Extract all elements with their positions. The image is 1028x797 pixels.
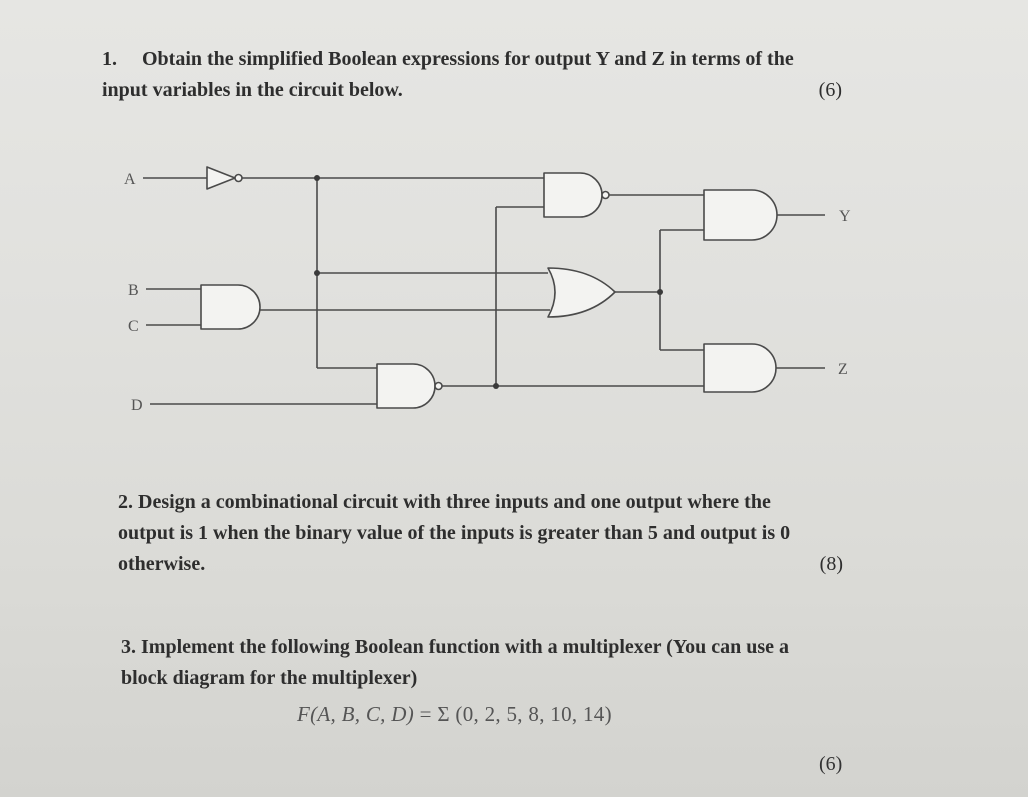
question-3-line-2: block diagram for the multiplexer) <box>121 667 418 689</box>
junction-a <box>314 175 320 181</box>
question-1-text: Obtain the simplified Boolean expression… <box>142 48 794 70</box>
input-label-c: C <box>128 318 139 335</box>
and-gate-y <box>703 189 778 241</box>
not-gate-a-bubble <box>234 173 243 183</box>
question-1-number: 1. <box>102 48 117 70</box>
output-label-z: Z <box>838 361 848 378</box>
question-2: 2. Design a combinational circuit with t… <box>118 487 843 580</box>
or-gate <box>547 267 616 318</box>
input-label-b: B <box>128 282 139 299</box>
formula-lhs: F(A, B, C, D) <box>297 702 415 726</box>
question-1-text-2: input variables in the circuit below. <box>102 79 403 101</box>
question-2-line-2: output is 1 when the binary value of the… <box>118 522 791 544</box>
question-1-marks: (6) <box>818 79 842 101</box>
question-1: 1. Obtain the simplified Boolean expressi… <box>102 44 842 106</box>
question-3-line-1: 3. Implement the following Boolean funct… <box>121 636 789 658</box>
question-2-line-1: 2. Design a combinational circuit with t… <box>118 491 771 513</box>
question-2-marks: (8) <box>819 553 843 575</box>
formula-rhs: Σ (0, 2, 5, 8, 10, 14) <box>437 702 612 726</box>
not-gate-a <box>206 166 236 190</box>
output-label-y: Y <box>839 208 851 225</box>
and-gate-z <box>703 343 777 393</box>
nand-gate <box>376 363 436 409</box>
nand-gate-top <box>543 172 603 218</box>
junction-nand <box>493 383 499 389</box>
nand-gate-bubble <box>434 381 443 391</box>
input-label-a: A <box>124 171 136 188</box>
boolean-function-formula: F(A, B, C, D) = Σ (0, 2, 5, 8, 10, 14) <box>297 702 612 727</box>
question-3: 3. Implement the following Boolean funct… <box>121 632 846 694</box>
question-1-line-2: input variables in the circuit below. (6) <box>102 75 842 106</box>
formula-equals: = <box>419 702 432 726</box>
junction-or <box>657 289 663 295</box>
junction-a-or <box>314 270 320 276</box>
and-gate-bc <box>200 284 261 330</box>
input-label-d: D <box>131 397 143 414</box>
nand-gate-top-bubble <box>601 190 610 200</box>
question-3-marks: (6) <box>819 753 843 775</box>
question-2-text-3: otherwise. <box>118 553 206 575</box>
question-1-line-1: 1. Obtain the simplified Boolean expressi… <box>102 44 842 75</box>
question-2-line-3: otherwise. (8) <box>118 549 843 580</box>
